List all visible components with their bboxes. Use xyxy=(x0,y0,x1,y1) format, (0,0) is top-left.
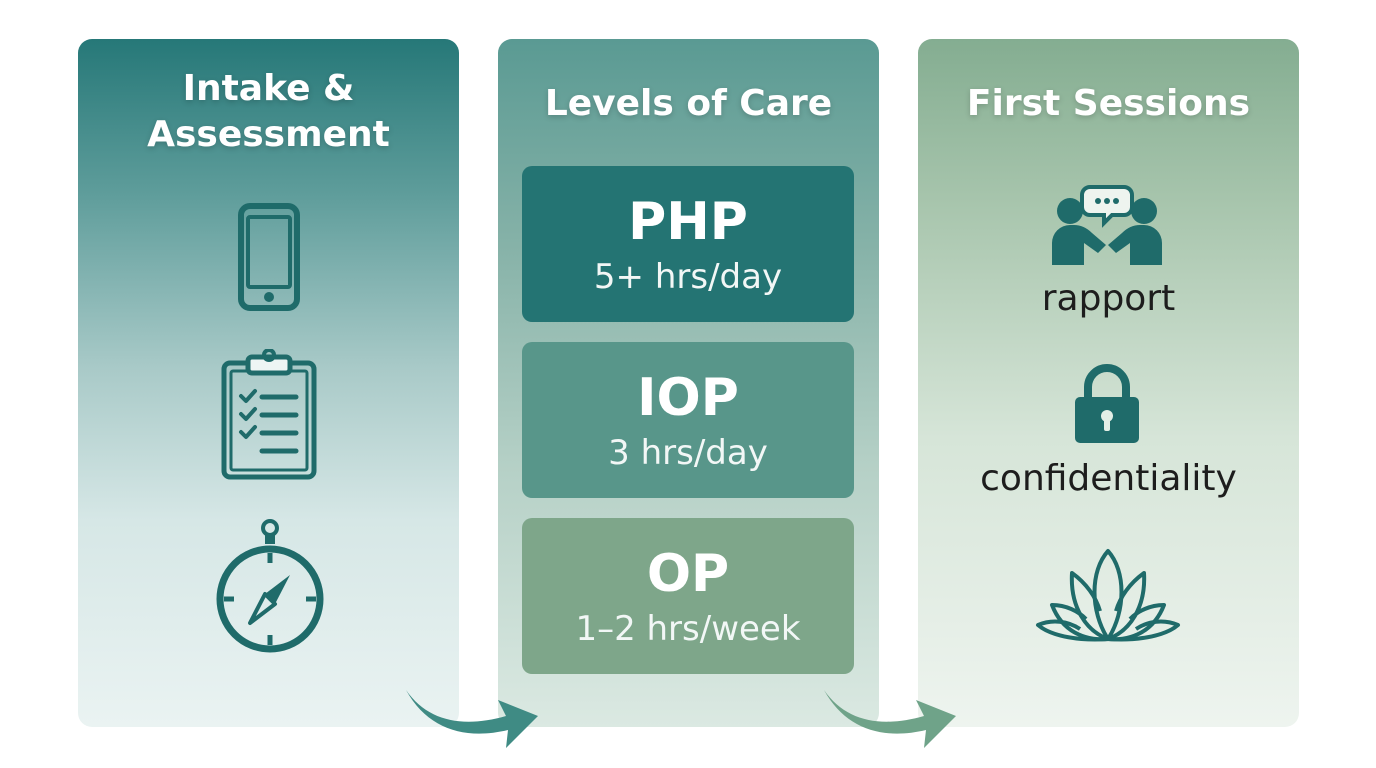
clipboard-checklist-icon xyxy=(220,349,318,481)
flow-arrow-2 xyxy=(820,682,960,752)
people-handshake-icon xyxy=(1050,181,1164,267)
intake-assessment-panel: Intake & Assessment xyxy=(78,39,459,727)
op-duration: 1–2 hrs/week xyxy=(575,609,801,649)
compass-icon xyxy=(214,519,326,655)
levels-of-care-panel: Levels of Care PHP 5+ hrs/day IOP 3 hrs/… xyxy=(498,39,879,727)
iop-card: IOP 3 hrs/day xyxy=(522,342,854,498)
lotus-icon xyxy=(1034,547,1182,645)
rapport-label: rapport xyxy=(1041,278,1176,319)
intake-assessment-title: Intake & Assessment xyxy=(147,68,390,155)
first-sessions-title: First Sessions xyxy=(966,83,1251,124)
padlock-icon xyxy=(1073,361,1141,445)
iop-duration: 3 hrs/day xyxy=(608,433,768,473)
php-card: PHP 5+ hrs/day xyxy=(522,166,854,322)
confidentiality-label: confidentiality xyxy=(980,458,1237,499)
php-label: PHP xyxy=(628,192,748,252)
smartphone-icon xyxy=(238,203,300,311)
flow-arrow-1 xyxy=(402,682,542,752)
levels-of-care-title: Levels of Care xyxy=(544,83,833,124)
iop-label: IOP xyxy=(637,368,739,428)
op-card: OP 1–2 hrs/week xyxy=(522,518,854,674)
op-label: OP xyxy=(646,544,730,604)
php-duration: 5+ hrs/day xyxy=(593,257,783,297)
first-sessions-panel: First Sessions rapport confidentiality xyxy=(918,39,1299,727)
